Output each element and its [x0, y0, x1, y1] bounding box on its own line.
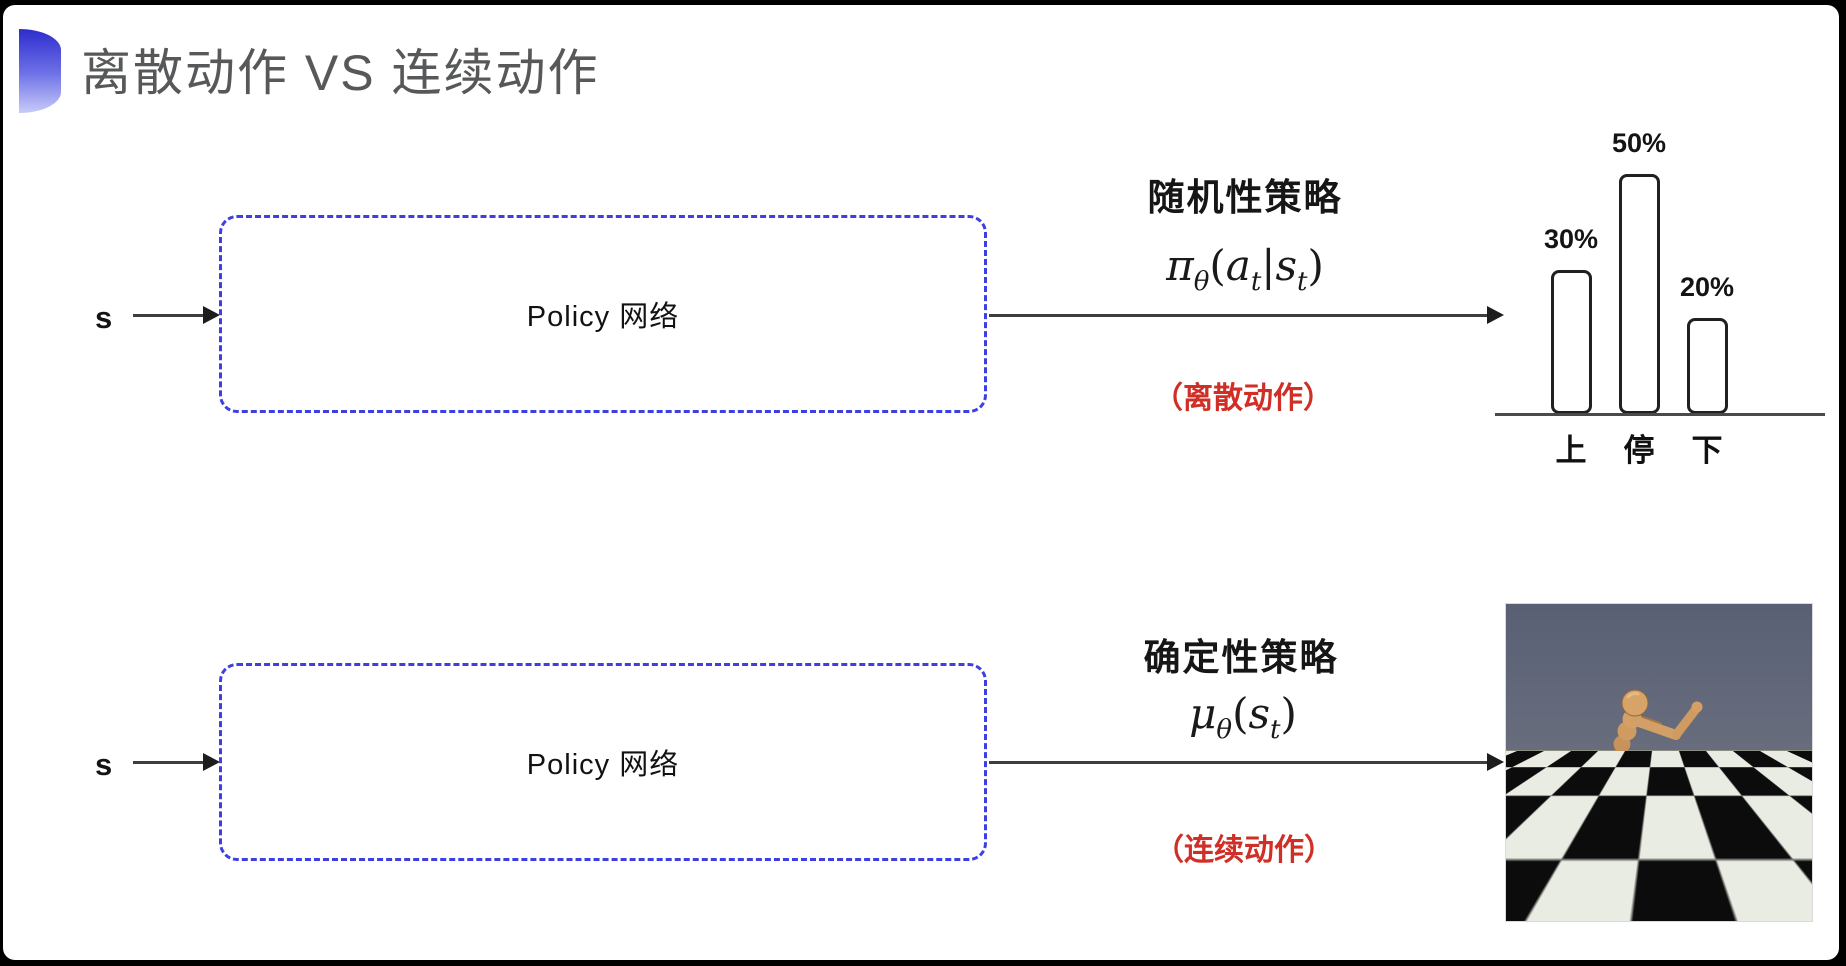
bar [1686, 318, 1728, 414]
state-input-label-discrete: s [95, 300, 113, 335]
formula-part: t [1270, 715, 1281, 745]
formula-part: | [1261, 241, 1276, 290]
title-bullet-ornament [19, 29, 61, 113]
category-label: 上 [1555, 433, 1587, 468]
arrowhead-icon [203, 753, 220, 771]
arrow-line [989, 761, 1487, 764]
formula-part: θ [1216, 715, 1233, 745]
formula-part: ) [1307, 241, 1324, 290]
humanoid-robot-figure [1564, 689, 1703, 911]
policy-network-box-discrete: Policy 网络 [219, 215, 987, 413]
formula-part: a [1225, 241, 1251, 290]
formula-part: ( [1209, 241, 1226, 290]
bar-value-label: 20% [1679, 272, 1735, 302]
deterministic-policy-formula: μθ(st) [1189, 689, 1297, 745]
formula-part: ) [1280, 689, 1297, 738]
arrowhead-icon [1487, 306, 1504, 324]
arrowhead-icon [203, 306, 220, 324]
arrow-line [989, 314, 1487, 317]
mujoco-humanoid-image [1505, 603, 1813, 922]
arrowhead-icon [1487, 753, 1504, 771]
discrete-action-note: （离散动作） [1153, 382, 1333, 415]
stochastic-policy-title: 随机性策略 [1147, 177, 1343, 218]
bar [1618, 174, 1660, 414]
bar-value-label: 50% [1611, 128, 1667, 158]
formula-part: ( [1232, 689, 1249, 738]
bar-value-label: 30% [1543, 224, 1599, 254]
bar-group: 30% [1537, 105, 1605, 414]
formula-part: s [1275, 241, 1298, 290]
formula-part: t [1297, 267, 1308, 297]
formula-part: t [1250, 267, 1262, 297]
formula-part: π [1166, 241, 1194, 290]
policy-network-box-continuous: Policy 网络 [219, 663, 987, 861]
arrow-line [133, 761, 205, 764]
horizon-haze [1506, 749, 1812, 839]
stochastic-policy-formula: πθ(at|st) [1166, 241, 1324, 297]
policy-network-label: Policy 网络 [526, 301, 680, 333]
bar [1550, 270, 1592, 414]
category-label: 停 [1623, 433, 1655, 468]
bar-group: 20% [1673, 105, 1741, 414]
category-label: 下 [1691, 433, 1723, 468]
formula-part: μ [1189, 689, 1217, 738]
chart-baseline [1495, 413, 1825, 416]
arrow-line [133, 314, 205, 317]
slide: 离散动作 VS 连续动作 s Policy 网络 随机性策略 πθ(at|st)… [3, 5, 1839, 960]
formula-part: θ [1193, 267, 1210, 297]
page-title: 离散动作 VS 连续动作 [81, 45, 600, 101]
formula-part: s [1248, 689, 1271, 738]
bar-group: 50% [1605, 105, 1673, 414]
policy-network-label: Policy 网络 [526, 749, 680, 781]
deterministic-policy-title: 确定性策略 [1143, 637, 1339, 678]
continuous-action-note: （连续动作） [1154, 834, 1334, 867]
state-input-label-continuous: s [95, 747, 113, 782]
